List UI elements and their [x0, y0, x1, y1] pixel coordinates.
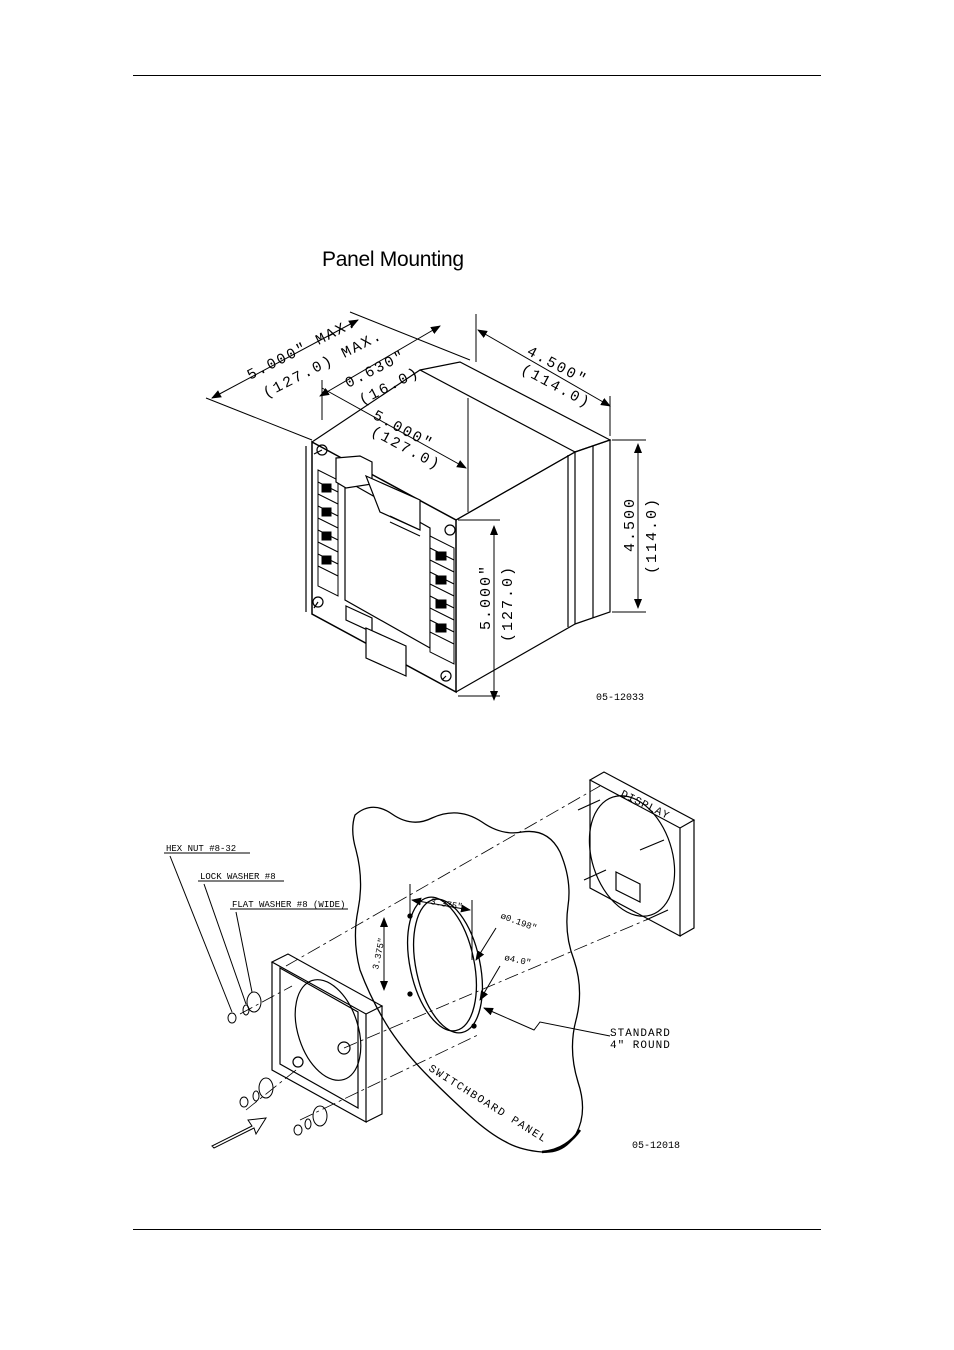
left-terminal-block	[317, 469, 339, 597]
mounting-hardware	[227, 991, 328, 1136]
display-unit	[577, 771, 696, 937]
dim-body-height-mm: (114.0)	[644, 497, 661, 574]
label-flat-washer: FLAT WASHER #8 (WIDE)	[232, 900, 345, 910]
label-lock-washer: LOCK WASHER #8	[200, 872, 276, 882]
fig2-drawing-number: 05-12018	[632, 1141, 680, 1152]
label-standard-1: STANDARD	[610, 1028, 671, 1040]
footer-rule	[133, 1229, 821, 1230]
meter-isometric-drawing	[305, 361, 612, 694]
label-hole-spacing-v: 3.375"	[371, 937, 388, 971]
right-terminal-block	[429, 535, 455, 665]
label-hole-spacing-h: 3.375"	[429, 897, 463, 912]
fig1-dimension-lines	[205, 311, 646, 701]
label-cutout-dia: ø4.0"	[503, 953, 532, 968]
switchboard-panel	[352, 806, 584, 1154]
dim-front-height-mm: (127.0)	[500, 565, 517, 642]
page-title: Panel Mounting	[322, 248, 464, 271]
label-switchboard-panel: SWITCHBOARD PANEL	[426, 1063, 549, 1146]
label-standard-2: 4" ROUND	[610, 1040, 671, 1052]
header-rule	[133, 75, 821, 76]
fig2-leaders	[164, 852, 611, 1149]
label-hole-dia: ø0.198"	[499, 911, 538, 933]
dim-front-height: 5.000"	[478, 564, 495, 630]
mounting-bezel	[270, 953, 384, 1124]
fig1-drawing-number: 05-12033	[596, 693, 644, 704]
label-hex-nut: HEX NUT #8-32	[166, 844, 236, 854]
dim-body-height: 4.500	[622, 497, 639, 552]
